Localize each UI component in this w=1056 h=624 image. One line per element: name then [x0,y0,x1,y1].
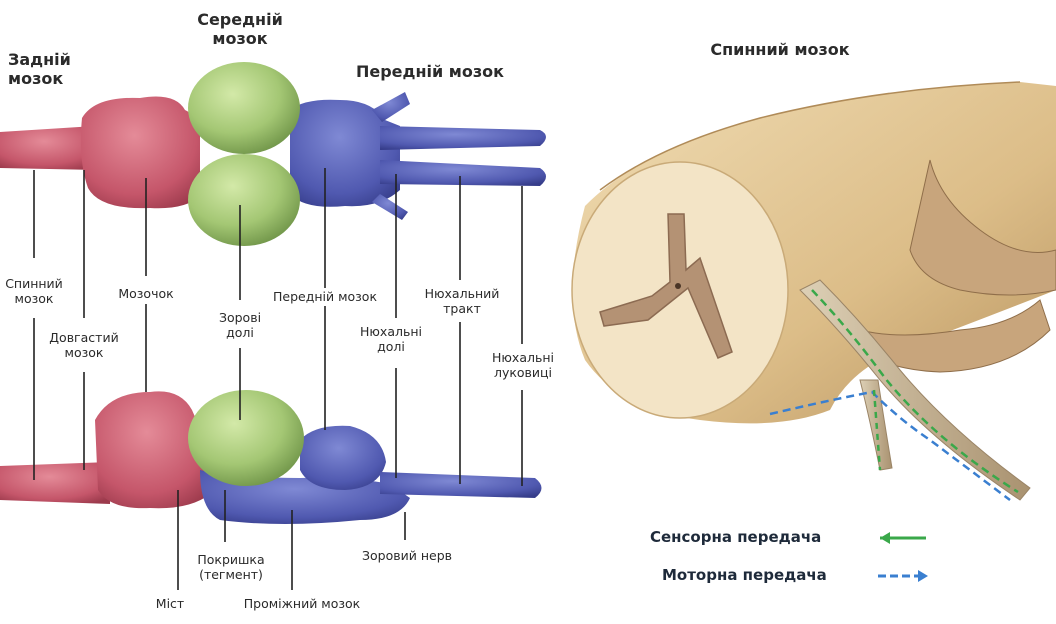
dorsal-hindbrain [81,97,200,209]
lateral-optic-lobe [188,390,304,486]
dorsal-olfactory-tract-lower [380,160,546,186]
header-midbrain: Середній мозок [180,10,300,48]
spinal-cord-illustration [572,82,1056,500]
lateral-forebrain [300,426,386,490]
dorsal-olfactory-tract-upper [380,126,546,150]
label-cerebellum: Мозочок [104,286,188,301]
lateral-spinal-cord [0,462,110,504]
legend-arrows [878,532,928,582]
dorsal-brain-view [0,62,546,246]
label-forebrain-lobe: Передній мозок [250,289,400,304]
header-spinal-cord: Спинний мозок [680,40,880,59]
label-optic-nerve: Зоровий нерв [342,548,472,563]
label-tegmentum: Покришка (тегмент) [176,552,286,582]
dorsal-optic-lobe-lower [188,154,300,246]
central-canal [675,283,681,289]
label-olfactory-bulbs: Нюхальні луковиці [478,350,568,380]
dorsal-optic-lobe-upper [188,62,300,154]
label-olfactory-tract: Нюхальний тракт [410,286,514,316]
label-optic-lobes: Зорові долі [205,310,275,340]
header-hindbrain: Задній мозок [8,50,88,88]
label-diencephalon: Проміжний мозок [222,596,382,611]
legend-sensory-transmission: Сенсорна передача [650,528,821,546]
legend-motor-transmission: Моторна передача [662,566,827,584]
label-spinal-cord: Спинний мозок [0,276,68,306]
label-olfactory-lobes: Нюхальні долі [346,324,436,354]
label-pons: Міст [140,596,200,611]
label-medulla: Довгастий мозок [44,330,124,360]
dorsal-optic-branch-down [372,194,408,220]
header-forebrain: Передній мозок [330,62,530,81]
